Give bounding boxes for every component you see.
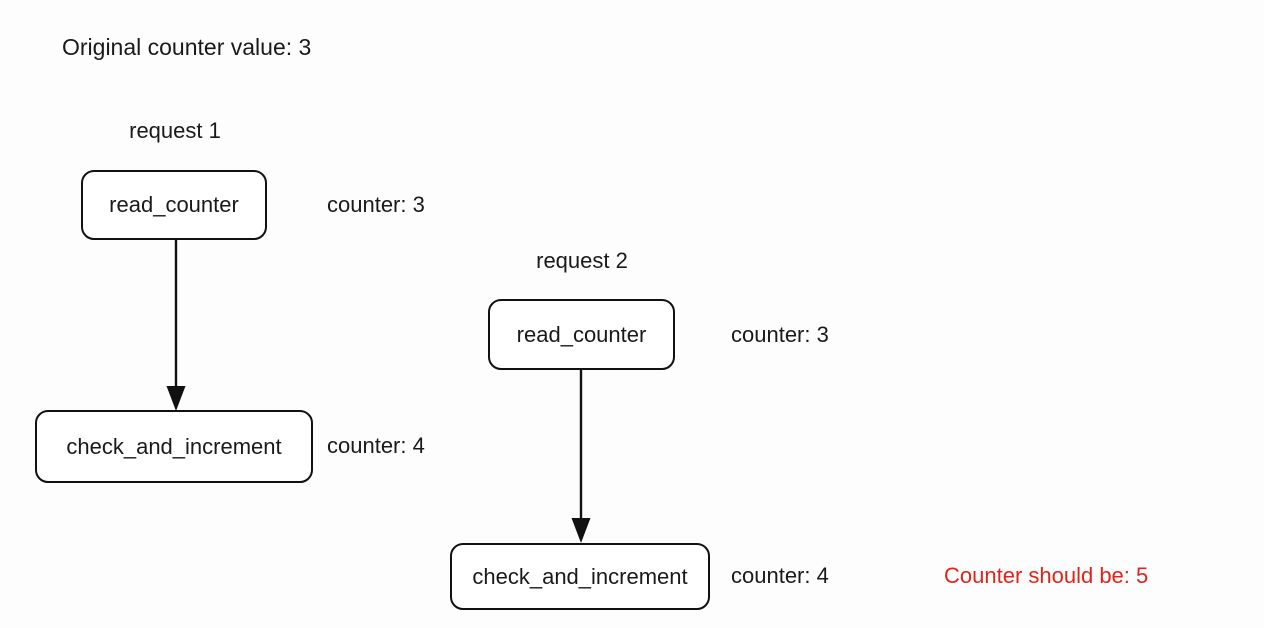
node-label: read_counter xyxy=(109,192,239,217)
arrow-down-icon-request-2 xyxy=(571,370,591,543)
node-request-1-check-and-increment[interactable]: check_and_increment xyxy=(35,410,313,483)
side-label-request-1-read-counter: counter: 3 xyxy=(327,192,425,217)
side-label-request-2-read-counter: counter: 3 xyxy=(731,322,829,347)
node-label: check_and_increment xyxy=(472,563,688,589)
group-label-request-2: request 2 xyxy=(536,248,628,273)
node-request-2-check-and-increment[interactable]: check_and_increment xyxy=(450,543,710,610)
page-title: Original counter value: 3 xyxy=(62,34,312,60)
side-label-request-1-check-and-increment: counter: 4 xyxy=(327,433,425,458)
arrow-down-icon-request-1 xyxy=(166,240,186,411)
node-request-1-read-counter[interactable]: read_counter xyxy=(81,170,267,240)
node-label: check_and_increment xyxy=(66,433,282,459)
node-request-2-read-counter[interactable]: read_counter xyxy=(488,299,675,370)
group-label-request-1: request 1 xyxy=(129,118,221,143)
annotation-counter-should-be: Counter should be: 5 xyxy=(944,563,1149,588)
side-label-request-2-check-and-increment: counter: 4 xyxy=(731,563,829,588)
node-label: read_counter xyxy=(516,321,647,347)
